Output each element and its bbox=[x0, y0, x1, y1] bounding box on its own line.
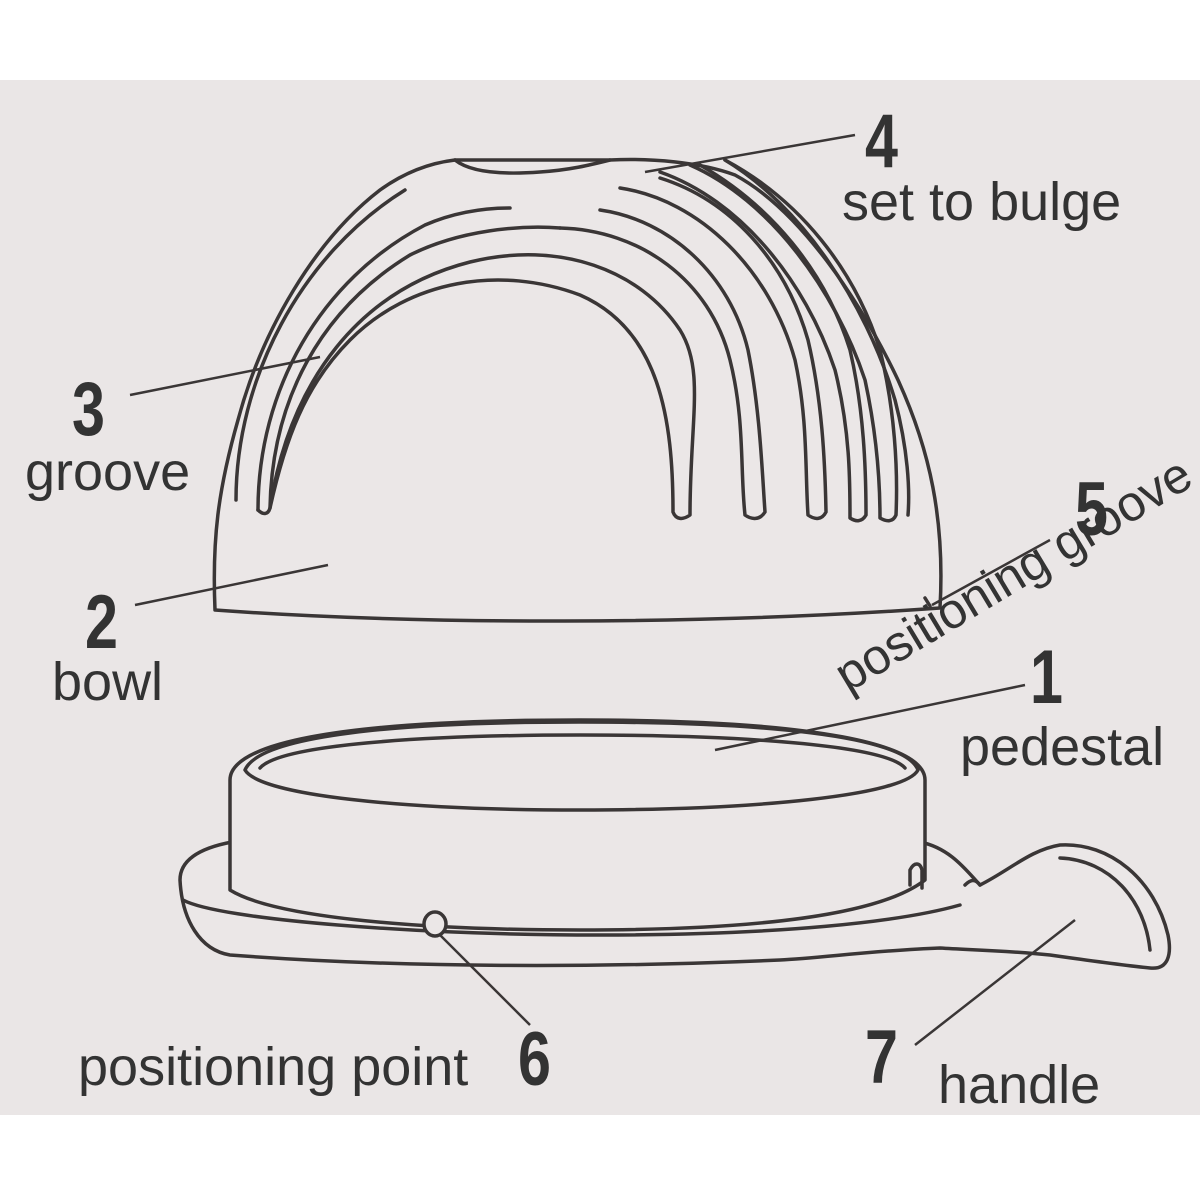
leader-line-1 bbox=[714, 683, 1026, 752]
groove-8 bbox=[688, 158, 899, 523]
leader-line-6 bbox=[439, 934, 531, 1026]
part-3-label: groove bbox=[25, 442, 191, 502]
groove-3 bbox=[256, 225, 562, 516]
groove-6 bbox=[618, 176, 828, 521]
bowl-outline bbox=[212, 157, 943, 623]
part-1-number: 1 bbox=[1030, 635, 1063, 720]
part-6-number: 6 bbox=[518, 1017, 551, 1102]
groove-4 bbox=[268, 253, 697, 521]
part-2-number: 2 bbox=[85, 580, 118, 665]
part-5-number: 5 bbox=[1075, 467, 1108, 552]
groove-9 bbox=[723, 158, 911, 517]
groove-2 bbox=[256, 206, 512, 512]
pedestal-notch bbox=[908, 862, 924, 890]
part-6-label: positioning point bbox=[78, 1037, 469, 1097]
groove-1 bbox=[234, 188, 407, 502]
part-7-label: handle bbox=[938, 1055, 1101, 1115]
leader-line-3 bbox=[129, 355, 321, 397]
positioning-point-bump bbox=[422, 910, 448, 938]
handle-hook bbox=[963, 878, 982, 887]
handle-inner-rim bbox=[1058, 856, 1152, 952]
bowl-positioning-groove bbox=[923, 596, 932, 608]
groove-5 bbox=[558, 208, 767, 521]
part-1-label: pedestal bbox=[960, 717, 1165, 777]
pedestal-base-edge bbox=[181, 898, 962, 937]
leader-line-7 bbox=[914, 919, 1076, 1046]
leader-line-4 bbox=[644, 133, 856, 174]
pedestal-top bbox=[243, 720, 920, 812]
leader-line-5 bbox=[931, 538, 1051, 607]
pedestal-top-inner bbox=[258, 733, 907, 770]
part-4-label: set to bulge bbox=[842, 172, 1122, 232]
leader-line-2 bbox=[134, 563, 329, 607]
part-2-label: bowl bbox=[52, 652, 164, 712]
part-3-number: 3 bbox=[72, 367, 105, 452]
part-7-number: 7 bbox=[865, 1015, 898, 1100]
bowl-top-rim bbox=[453, 158, 612, 175]
pedestal-body bbox=[228, 718, 927, 932]
part-4-number: 4 bbox=[865, 99, 898, 184]
